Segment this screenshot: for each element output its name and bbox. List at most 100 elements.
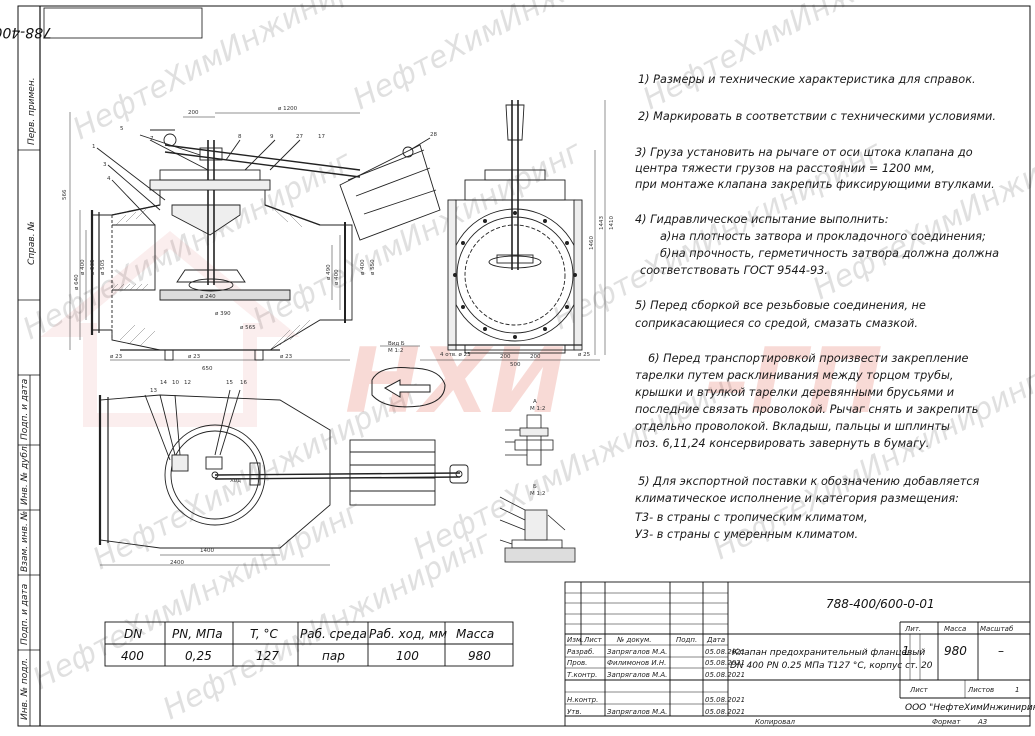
- note-6-line3: крышки и втулкой тарелки деревянными бру…: [635, 386, 954, 399]
- format-label: Формат: [932, 718, 961, 726]
- stamp-reference: Справ. №: [27, 221, 37, 265]
- role-checker-name: Филимонов И.Н.: [607, 659, 666, 667]
- pos-12: 12: [184, 380, 191, 386]
- note-3-line1: 3) Груза установить на рычаге от оси што…: [635, 146, 973, 159]
- lit-label: Лит.: [904, 625, 921, 633]
- note-4-line4: соответствовать ГОСТ 9544-93.: [640, 264, 828, 277]
- view-b-label: Вид Б: [388, 341, 405, 347]
- watermark-house-icon: [40, 230, 300, 427]
- pos-27: 27: [296, 134, 303, 140]
- title-col-headers: Изм. Лист № докум. Подп. Дата: [567, 636, 725, 644]
- note-4-line2: а)на плотность затвора и прокладочного с…: [660, 230, 986, 243]
- note-4-line3: б)на прочность, герметичность затвора до…: [660, 247, 999, 260]
- detail-b-scale: М 1:2: [530, 491, 545, 497]
- role-norm-control: Н.контр.: [567, 696, 598, 704]
- sheet-frame: [17, 5, 1031, 727]
- stamp-original-inv: Инв. № подл.: [20, 658, 30, 720]
- sheets-label: Листов: [967, 686, 994, 694]
- side-dimensions: 200 200 500 4 отв. ø 23 ø 25 1443 1410 1…: [440, 216, 615, 368]
- pos-5: 5: [120, 126, 124, 132]
- col-header-doc: № докум.: [616, 636, 652, 644]
- watermark-text: НефтеХимИнжиниринг: [67, 0, 408, 147]
- pos-9: 9: [270, 134, 274, 140]
- note-1: 1) Размеры и технические характеристика …: [638, 73, 976, 86]
- pos-4: 4: [107, 176, 111, 182]
- company-name: ООО "НефтеХимИнжиниринг": [905, 703, 1035, 713]
- detail-b-label: Б: [533, 484, 537, 490]
- rotated-drawing-number: 788-400/600-0-01: [0, 24, 52, 40]
- mass-value: 980: [944, 644, 967, 658]
- plan-dimensions: 1400 2400 Ход: [170, 478, 241, 566]
- dim-640: ø 640: [74, 274, 80, 290]
- spec-header-mass: Масса: [456, 627, 494, 641]
- dim-side-200-a: 200: [500, 354, 511, 360]
- copied-label: Копировал: [755, 718, 796, 726]
- spec-value-pn: 0,25: [185, 649, 212, 663]
- lit-value: 1: [902, 644, 910, 658]
- title-product-name-2: DN 400 PN 0.25 МПа T127 °С, корпус ст. 2…: [730, 661, 933, 671]
- spec-table-row: 400 0,25 127 пар 100 980: [121, 649, 491, 663]
- note-7-line3: Т3- в страны с тропическим климатом,: [635, 511, 868, 524]
- spec-header-medium: Раб. среда: [300, 627, 367, 641]
- dim-side-25: ø 25: [578, 352, 591, 358]
- stamp-sign-date-1: Подп. и дата: [20, 379, 30, 440]
- technical-notes: 1) Размеры и технические характеристика …: [635, 73, 999, 541]
- pos-1: 1: [92, 144, 96, 150]
- pos-3: 3: [103, 162, 107, 168]
- side-stamp: [18, 149, 40, 726]
- col-header-change: Изм.: [567, 636, 583, 644]
- side-view: [420, 100, 606, 361]
- pos-10: 10: [172, 380, 179, 386]
- note-6-line1: 6) Перед транспортировкой произвести зак…: [648, 352, 969, 365]
- dim-650: 650: [202, 366, 213, 372]
- role-developer-name: Запрягалов М.А.: [607, 648, 667, 656]
- spec-header-stroke: Раб. ход, мм: [369, 627, 447, 641]
- pos-17: 17: [318, 134, 325, 140]
- note-4-line1: 4) Гидравлическое испытание выполнить:: [635, 213, 889, 226]
- role-tech-control-date: 05.08.2021: [705, 671, 745, 679]
- sheet-label: Лист: [909, 686, 929, 694]
- front-positions: 1 3 4 5 7 8 9 27 17 28: [92, 126, 437, 182]
- title-block: [564, 581, 1031, 727]
- pos-7: 7: [150, 136, 154, 142]
- dim-23-b: ø 23: [188, 354, 201, 360]
- note-3-line2: центра тяжести грузов на расстоянии = 12…: [635, 162, 935, 175]
- dim-23-a: ø 23: [110, 354, 123, 360]
- dim-565-left: ø 565: [90, 259, 96, 275]
- role-checker-date: 05.08.2021: [705, 659, 745, 667]
- note-6-line4: последние связать проволокой. Рычаг снят…: [635, 403, 978, 416]
- title-right-cells: Лит. Масса Масштаб 1 980 – Лист Листов 1…: [755, 625, 1035, 726]
- detail-a-scale: М 1:2: [530, 406, 545, 412]
- spec-value-medium: пар: [322, 649, 345, 663]
- role-developer-date: 05.08.2021: [705, 648, 745, 656]
- note-5-line2: соприкасающиеся со средой, смазать смазк…: [635, 317, 918, 330]
- plan-view: [98, 389, 469, 566]
- role-tech-control-name: Запрягалов М.А.: [607, 671, 667, 679]
- watermark-text: НефтеХимИнжиниринг: [807, 104, 1035, 307]
- stamp-first-use: Перв. примен.: [27, 77, 37, 145]
- note-3-line3: при монтаже клапана закрепить фиксирующи…: [635, 178, 995, 191]
- front-dimensions: 200 ø 1200 566 ø 640 ø 400 ø 565 ø 505 ø…: [62, 106, 376, 372]
- dim-565-bottom: ø 565: [240, 325, 256, 331]
- note-7-line2: климатическое исполнение и категория раз…: [635, 492, 959, 505]
- watermark-text: НефтеХимИнжиниринг: [247, 134, 588, 337]
- dim-stroke: Ход: [230, 478, 241, 484]
- pos-28: 28: [430, 132, 437, 138]
- dim-23-c: ø 23: [280, 354, 293, 360]
- col-header-sign: Подп.: [676, 636, 697, 644]
- plan-positions: 13 14 10 12 15 16: [150, 380, 247, 394]
- pos-15: 15: [226, 380, 233, 386]
- spec-value-t: 127: [256, 649, 279, 663]
- spec-header-pn: PN, МПа: [172, 627, 223, 641]
- note-5-line1: 5) Перед сборкой все резьбовые соединени…: [635, 299, 926, 312]
- detail-a-label: А: [533, 399, 537, 405]
- format-value: А3: [977, 718, 987, 726]
- dim-505: ø 505: [100, 259, 106, 275]
- pos-14: 14: [160, 380, 167, 386]
- spec-header-dn: DN: [124, 627, 142, 641]
- dim-1460: 1460: [589, 236, 595, 250]
- mass-label: Масса: [944, 625, 966, 633]
- dim-1443: 1443: [599, 216, 605, 230]
- spec-value-mass: 980: [468, 649, 491, 663]
